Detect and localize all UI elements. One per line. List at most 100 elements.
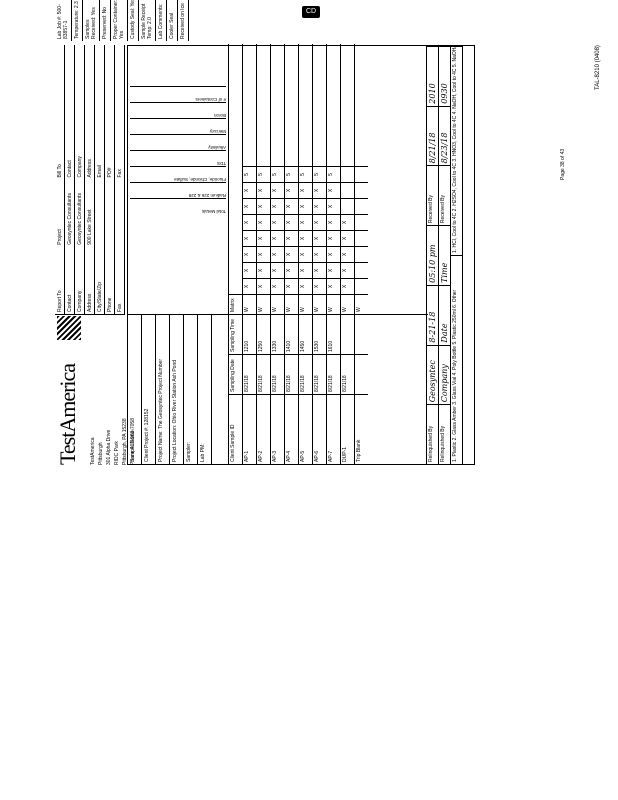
sample-date — [355, 354, 368, 394]
received-time: 2010 — [427, 45, 438, 106]
sample-time — [341, 314, 354, 354]
sample-date: 8/21/18 — [257, 354, 270, 394]
analysis-header: Fluoride, Chloride, Sulfate — [130, 166, 226, 182]
address-line: 301 Alpha Drive — [106, 429, 112, 465]
sample-time: 1410 — [285, 314, 298, 354]
analysis-mark: X — [313, 262, 326, 278]
analysis-mark — [355, 214, 368, 230]
received-label: Received By — [439, 165, 450, 226]
sample-time — [355, 314, 368, 354]
header-cell: Address — [86, 293, 93, 312]
sample-time: 1450 — [299, 314, 312, 354]
sample-id: DUP-1 — [341, 394, 354, 464]
analysis-mark — [355, 230, 368, 246]
analysis-mark: X — [299, 214, 312, 230]
page-stamp-badge: CD — [302, 6, 320, 18]
analysis-mark: X — [243, 230, 256, 246]
sample-date: 8/21/18 — [313, 354, 326, 394]
analysis-mark: X — [313, 214, 326, 230]
analysis-mark — [355, 262, 368, 278]
lab-comments: Lab Comments: — [156, 0, 167, 41]
analysis-mark: X — [327, 246, 340, 262]
sample-matrix: W — [271, 294, 284, 314]
analysis-mark — [341, 182, 354, 198]
analysis-mark: X — [327, 262, 340, 278]
analysis-mark: X — [313, 230, 326, 246]
analysis-mark: X — [341, 278, 354, 294]
relinquished-date: 8-21-18 — [427, 284, 438, 345]
analysis-mark: X — [257, 182, 270, 198]
analysis-mark: X — [299, 230, 312, 246]
analysis-mark: X — [299, 278, 312, 294]
receipt-field: Samples Received: Yes — [83, 0, 100, 41]
header-cell: Project — [56, 229, 63, 245]
header-cell: Company — [76, 290, 83, 312]
header-cell: Report To — [56, 290, 63, 312]
relinquished-time: Time — [439, 225, 450, 285]
side-label: Received on Ice — [178, 0, 189, 41]
analysis-mark: X — [271, 214, 284, 230]
analysis-mark: 5 — [299, 166, 312, 182]
analysis-mark — [341, 166, 354, 182]
legend-row: 1. Plastic 2. Glass Amber 3. Glass Vial … — [451, 46, 463, 464]
analysis-mark: X — [327, 198, 340, 214]
analysis-mark: X — [299, 198, 312, 214]
header-cell: City/State/Zip — [96, 281, 103, 312]
relinquished-company: Company — [439, 344, 450, 405]
analysis-header: Radium 226 & 228 — [130, 182, 226, 198]
receipt-field: Temperature: 2.3 — [72, 0, 83, 41]
analysis-mark: X — [285, 198, 298, 214]
analysis-mark: X — [299, 246, 312, 262]
analysis-mark: X — [285, 246, 298, 262]
analysis-mark: X — [285, 214, 298, 230]
header-cell: 900 Lake Street — [86, 209, 93, 245]
analysis-header: Total Metals — [130, 198, 226, 214]
analysis-mark: X — [313, 278, 326, 294]
receipt-field: Custody Seal: Yes — [128, 0, 139, 41]
header-cell: Fax — [116, 169, 123, 178]
analysis-mark: X — [327, 278, 340, 294]
sample-time: 1330 — [271, 314, 284, 354]
header-cell: Address — [86, 159, 93, 178]
analysis-mark: X — [243, 278, 256, 294]
header-cell: Email — [96, 164, 103, 178]
analysis-mark: X — [257, 214, 270, 230]
header-row: City/State/Zip Email — [95, 45, 105, 314]
analysis-mark: X — [313, 246, 326, 262]
receipt-field: Sample Receipt Temp: 2.0 — [139, 0, 156, 41]
analysis-mark: X — [257, 198, 270, 214]
analysis-mark: X — [285, 262, 298, 278]
analysis-mark: 5 — [313, 166, 326, 182]
receipt-field: Proper Container: Yes — [111, 0, 128, 41]
analysis-mark — [355, 166, 368, 182]
sample-date: 8/21/18 — [299, 354, 312, 394]
info-row: Sample Name: — [128, 315, 142, 464]
analysis-mark: 5 — [243, 166, 256, 182]
barcode-icon — [57, 316, 81, 340]
analysis-header: Alkalinity — [130, 134, 226, 150]
cooler-seal: Cooler Seal — [167, 0, 178, 41]
header-cell: Geosyntec Consultants — [76, 193, 83, 245]
sample-date: 8/21/18 — [327, 354, 340, 394]
relinquished-label: Relinquished By — [427, 404, 438, 464]
analysis-mark: X — [313, 198, 326, 214]
analysis-mark: 5 — [327, 166, 340, 182]
sample-id: AP-1 — [243, 394, 256, 464]
sample-matrix: W — [341, 294, 354, 314]
sample-matrix: W — [257, 294, 270, 314]
relinquished-label: Relinquished By — [439, 404, 450, 464]
relinquished-date: Date — [439, 284, 450, 345]
column-header: Client Sample ID — [229, 394, 242, 464]
header-cell: Contact — [66, 160, 73, 178]
brand-logo: TestAmerica — [55, 363, 80, 465]
